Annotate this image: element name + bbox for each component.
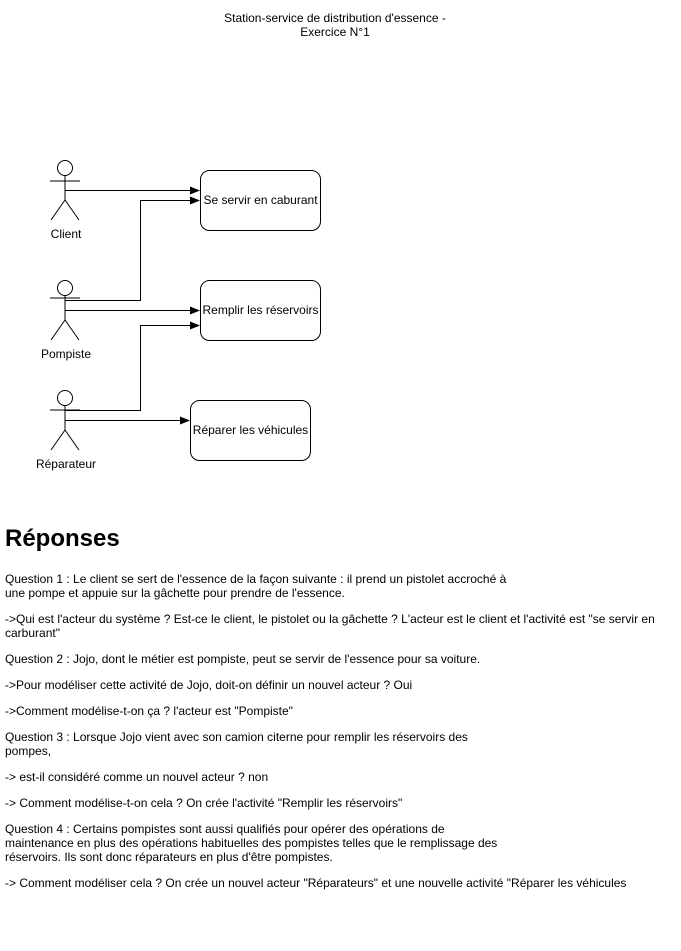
answer-paragraph-q4-response: -> Comment modéliser cela ? On crée un n…	[5, 876, 627, 890]
answer-paragraph-q2-response-2: ->Comment modélise-t-on ça ? l'acteur es…	[5, 704, 293, 718]
actor-label: Pompiste	[41, 347, 91, 361]
answer-paragraph-q2: Question 2 : Jojo, dont le métier est po…	[5, 652, 481, 666]
stick-figure-icon	[50, 280, 80, 341]
answer-paragraph-q4: Question 4 : Certains pompistes sont aus…	[5, 822, 498, 864]
actor-pompiste: Pompiste	[41, 280, 91, 361]
answer-paragraph-q2-response-1: ->Pour modéliser cette activité de Jojo,…	[5, 678, 413, 692]
use-case-reparer: Réparer les véhicules	[190, 400, 311, 461]
actor-label: Réparateur	[36, 457, 96, 471]
use-case-remplir: Remplir les réservoirs	[200, 280, 321, 341]
actor-reparateur: Réparateur	[36, 390, 96, 471]
actor-label: Client	[51, 227, 82, 241]
answers-section: Réponses Question 1 : Le client se sert …	[5, 522, 670, 902]
answer-paragraph-q3-response-1: -> est-il considéré comme un nouvel acte…	[5, 770, 269, 784]
use-case-se-servir: Se servir en caburant	[200, 170, 321, 231]
stick-figure-icon	[50, 160, 80, 221]
stick-figure-icon	[50, 390, 80, 451]
actor-client: Client	[50, 160, 82, 241]
answer-paragraph-q3: Question 3 : Lorsque Jojo vient avec son…	[5, 730, 468, 758]
diagram-title-line-1: Station-service de distribution d'essenc…	[224, 11, 446, 25]
association-reparateur-remplir	[65, 321, 200, 411]
answer-paragraph-q1-response: ->Qui est l'acteur du système ? Est-ce l…	[5, 612, 655, 640]
diagram-title-line-2: Exercice N°1	[300, 25, 370, 39]
answer-paragraph-q3-response-2: -> Comment modélise-t-on cela ? On crée …	[5, 796, 403, 810]
answers-heading: Réponses	[5, 525, 120, 552]
use-case-diagram: Client Pompiste Réparateur Se servir en …	[36, 160, 321, 471]
use-case-label: Remplir les réservoirs	[202, 303, 318, 317]
use-case-label: Réparer les véhicules	[193, 423, 308, 437]
answer-paragraph-q1: Question 1 : Le client se sert de l'esse…	[5, 572, 507, 600]
use-case-label: Se servir en caburant	[203, 193, 318, 207]
association-pompiste-se-servir	[65, 196, 200, 301]
